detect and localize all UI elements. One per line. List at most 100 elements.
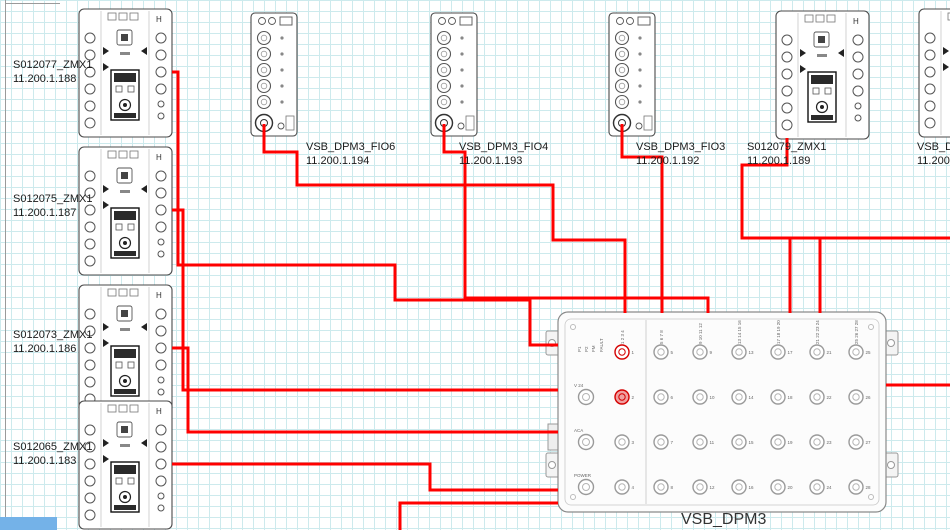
device-vsb-dpm3-fio3[interactable] <box>608 12 656 137</box>
device-s012079-zmx1[interactable] <box>775 10 870 140</box>
cable-s012077-to-dpm3[interactable] <box>172 70 558 347</box>
port-number: 15 <box>749 440 755 445</box>
device-vsb-dpm3-fio4[interactable] <box>430 12 478 137</box>
panel-port-label: ACA <box>574 428 583 433</box>
port-18[interactable]: 18 <box>770 389 794 405</box>
port-number: 23 <box>827 440 833 445</box>
port-number: 9 <box>710 350 713 355</box>
cable-s012079-bus[interactable] <box>740 138 950 240</box>
port-number: 25 <box>866 350 872 355</box>
port-number: 1 <box>632 350 635 355</box>
device-ip: 11.200.1.183 <box>13 455 77 467</box>
port-7[interactable]: 7 <box>653 434 674 450</box>
port-column-header: 1 2 3 4 <box>620 330 625 344</box>
port-number: 7 <box>671 440 674 445</box>
port-1[interactable]: 1 <box>614 344 635 360</box>
device-s012073-zmx1[interactable] <box>78 284 173 414</box>
cable-dpm3-bottom-exit[interactable] <box>398 501 558 530</box>
device-partial-right[interactable] <box>918 8 950 138</box>
port-6[interactable]: 6 <box>653 389 674 405</box>
central-inner-frame <box>564 318 880 506</box>
port-19[interactable]: 19 <box>770 434 794 450</box>
device-s012077-zmx1[interactable] <box>78 8 173 138</box>
cable-fio3-to-dpm3[interactable] <box>620 124 664 313</box>
led-label-p2: P2 <box>584 346 589 352</box>
port-16[interactable]: 16 <box>731 479 754 495</box>
port-2[interactable]: 2 <box>614 389 635 405</box>
label-fio4: VSB_DPM3_FIO4 11.200.1.193 <box>459 140 548 168</box>
cable-s012065-to-dpm3[interactable] <box>172 462 558 492</box>
port-5[interactable]: 5 <box>653 344 674 360</box>
port-number: 19 <box>788 440 794 445</box>
device-name: S012065_ZMX1 <box>13 441 93 453</box>
device-name: VSB_DPM3_FIO6 <box>306 141 396 153</box>
port-number: 11 <box>710 440 715 445</box>
port-11[interactable]: 11 <box>692 434 715 450</box>
port-number: 20 <box>788 485 794 490</box>
port-9[interactable]: 9 <box>692 344 713 360</box>
device-s012065-zmx1[interactable] <box>78 400 173 530</box>
port-4[interactable]: 4 <box>614 479 635 495</box>
port-23[interactable]: 23 <box>809 434 833 450</box>
label-s012075: S012075_ZMX1 11.200.1.187 <box>13 192 93 220</box>
device-ip: 11.200.1.192 <box>636 155 700 167</box>
port-25[interactable]: 25 <box>848 344 872 360</box>
panel-port-power[interactable]: POWER <box>574 473 595 496</box>
central-device-title: VSB_DPM3 <box>681 511 767 528</box>
device-name: S012073_ZMX1 <box>13 329 93 341</box>
port-number: 18 <box>788 395 794 400</box>
port-number: 2 <box>632 395 635 400</box>
device-ip: 11.200.1.194 <box>306 155 370 167</box>
led-label-fault: FAULT <box>599 338 604 352</box>
device-s012075-zmx1[interactable] <box>78 146 173 276</box>
corner-screws <box>570 324 874 500</box>
device-name: S012075_ZMX1 <box>13 193 93 205</box>
panel-port-aca[interactable]: ACA <box>574 428 595 451</box>
port-number: 24 <box>827 485 833 490</box>
port-column-header: 5 6 7 8 <box>659 330 664 344</box>
panel-port-label: POWER <box>574 473 592 478</box>
port-28[interactable]: 28 <box>848 479 871 495</box>
cable-fio4-to-dpm3[interactable] <box>442 124 710 313</box>
status-led-labels: P1 P2 FM FAULT <box>577 338 604 352</box>
drawing-frame-border-horizontal <box>5 3 60 4</box>
device-name: S012079_ZMX1 <box>747 141 827 153</box>
cable-s012073-to-dpm3[interactable] <box>172 346 558 434</box>
port-15[interactable]: 15 <box>731 434 755 450</box>
port-21[interactable]: 21 <box>809 344 832 360</box>
port-20[interactable]: 20 <box>770 479 794 495</box>
port-column-header: 21 22 23 24 <box>815 320 820 344</box>
port-12[interactable]: 12 <box>692 479 716 495</box>
cable-s012075-to-dpm3[interactable] <box>172 208 558 392</box>
port-column-header: 9 10 11 12 <box>698 323 703 344</box>
port-24[interactable]: 24 <box>809 479 833 495</box>
port-number: 27 <box>866 440 872 445</box>
port-3[interactable]: 3 <box>614 434 635 450</box>
port-10[interactable]: 10 <box>692 389 716 405</box>
device-vsb-dpm3-fio6[interactable] <box>250 12 298 137</box>
port-number: 17 <box>788 350 794 355</box>
port-13[interactable]: 13 <box>731 344 754 360</box>
label-fio6: VSB_DPM3_FIO6 11.200.1.194 <box>306 140 395 168</box>
cable-fio6-to-dpm3[interactable] <box>262 124 627 313</box>
port-17[interactable]: 17 <box>770 344 794 360</box>
port-27[interactable]: 27 <box>848 434 872 450</box>
port-number: 12 <box>710 485 716 490</box>
port-number: 4 <box>632 485 635 490</box>
port-14[interactable]: 14 <box>731 389 754 405</box>
port-22[interactable]: 22 <box>809 389 832 405</box>
label-partial-right: VSB_DP 11.200. <box>917 140 950 168</box>
central-body <box>557 311 887 513</box>
side-panel-ports: V 24 ACA POWER <box>574 383 595 496</box>
led-label-fm: FM <box>591 345 596 352</box>
panel-port-v-24[interactable]: V 24 <box>574 383 595 406</box>
device-name: VSB_DP <box>917 141 950 153</box>
port-column-header: 13 14 15 16 <box>737 320 742 344</box>
port-26[interactable]: 26 <box>848 389 871 405</box>
port-number: 10 <box>710 395 716 400</box>
port-8[interactable]: 8 <box>653 479 674 495</box>
device-name: VSB_DPM3_FIO4 <box>459 141 549 153</box>
